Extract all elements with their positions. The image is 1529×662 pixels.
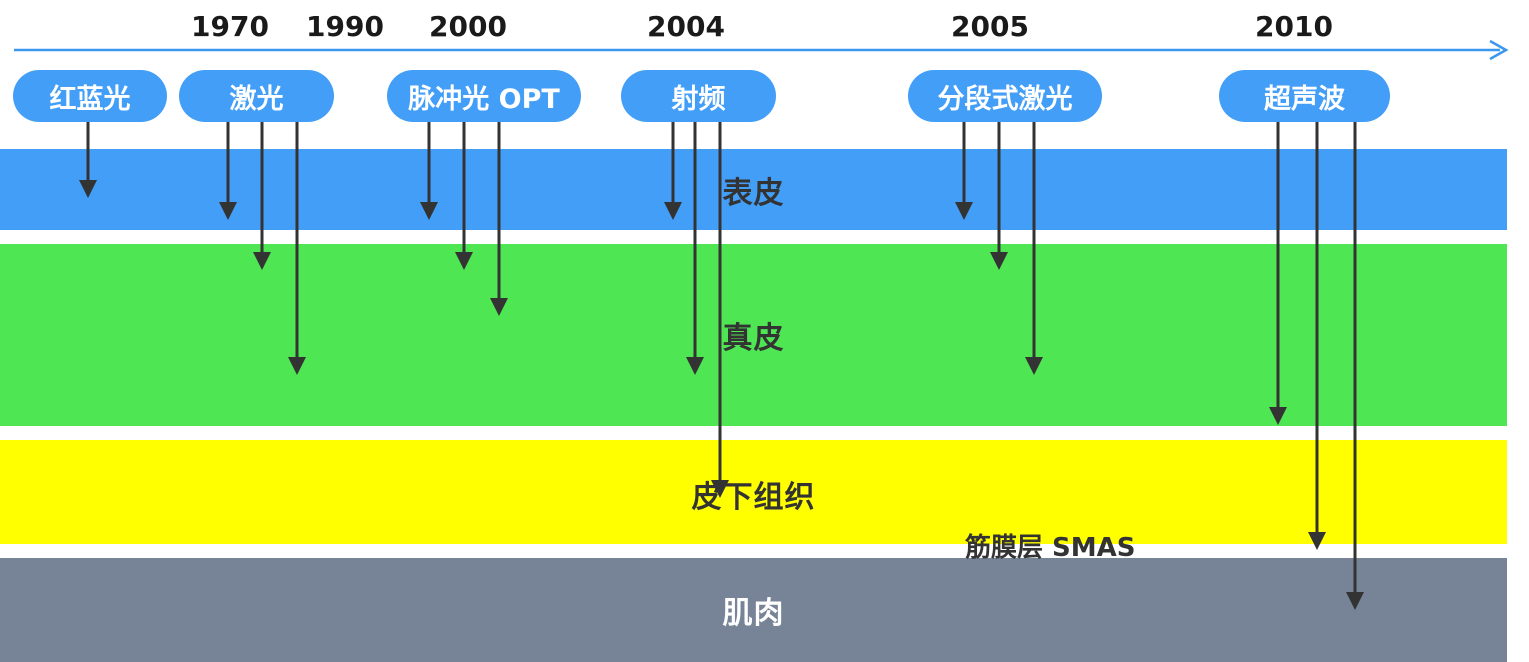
tech-pill-ipl-opt: 脉冲光 OPT [387, 70, 581, 122]
subcutis-label: 皮下组织 [691, 480, 816, 515]
year-label: 2004 [647, 10, 725, 43]
smas-label: 筋膜层 SMAS [965, 533, 1136, 563]
tech-label: 激光 [229, 83, 284, 115]
penetration-arrow-head [1269, 407, 1287, 425]
muscle-layer: 肌肉 [0, 558, 1507, 662]
penetration-arrow-head [1308, 532, 1326, 550]
year-label: 2005 [951, 10, 1029, 43]
tech-label: 射频 [671, 83, 726, 115]
penetration-arrow-head [79, 180, 97, 198]
penetration-arrow-head [955, 202, 973, 220]
tech-pill-laser: 激光 [179, 70, 334, 122]
year-label: 1970 [191, 10, 269, 43]
tech-pill-red-blue-light: 红蓝光 [13, 70, 167, 122]
penetration-arrow-head [711, 480, 729, 498]
tech-pill-ultrasound: 超声波 [1219, 70, 1390, 122]
tech-label: 红蓝光 [49, 83, 131, 115]
timeline-arrow [14, 39, 1509, 61]
penetration-arrow-head [686, 357, 704, 375]
dermis-label: 真皮 [722, 321, 785, 356]
year-label: 2010 [1255, 10, 1333, 43]
year-label: 2000 [429, 10, 507, 43]
penetration-arrow-head [455, 252, 473, 270]
penetration-arrow-head [420, 202, 438, 220]
penetration-arrow-head [1346, 592, 1364, 610]
dermis-layer: 真皮 [0, 244, 1507, 426]
penetration-arrows [79, 122, 1364, 610]
penetration-arrow-head [288, 357, 306, 375]
timeline-arrowhead [1489, 39, 1509, 61]
penetration-arrow-head [219, 202, 237, 220]
penetration-arrow-head [253, 252, 271, 270]
muscle-label: 肌肉 [722, 596, 785, 631]
tech-pill-fractional-laser: 分段式激光 [908, 70, 1102, 122]
penetration-arrow-head [990, 252, 1008, 270]
tech-label: 超声波 [1264, 83, 1345, 115]
subcutis-layer: 皮下组织 [0, 440, 1507, 544]
penetration-arrow-head [664, 202, 682, 220]
penetration-arrow-head [490, 298, 508, 316]
penetration-arrow-head [1025, 357, 1043, 375]
tech-pill-radiofrequency: 射频 [621, 70, 776, 122]
tech-label: 脉冲光 OPT [408, 83, 560, 115]
year-label: 1990 [306, 10, 384, 43]
epidermis-label: 表皮 [722, 175, 785, 211]
tech-label: 分段式激光 [937, 83, 1073, 115]
epidermis-layer: 表皮 [0, 149, 1507, 230]
